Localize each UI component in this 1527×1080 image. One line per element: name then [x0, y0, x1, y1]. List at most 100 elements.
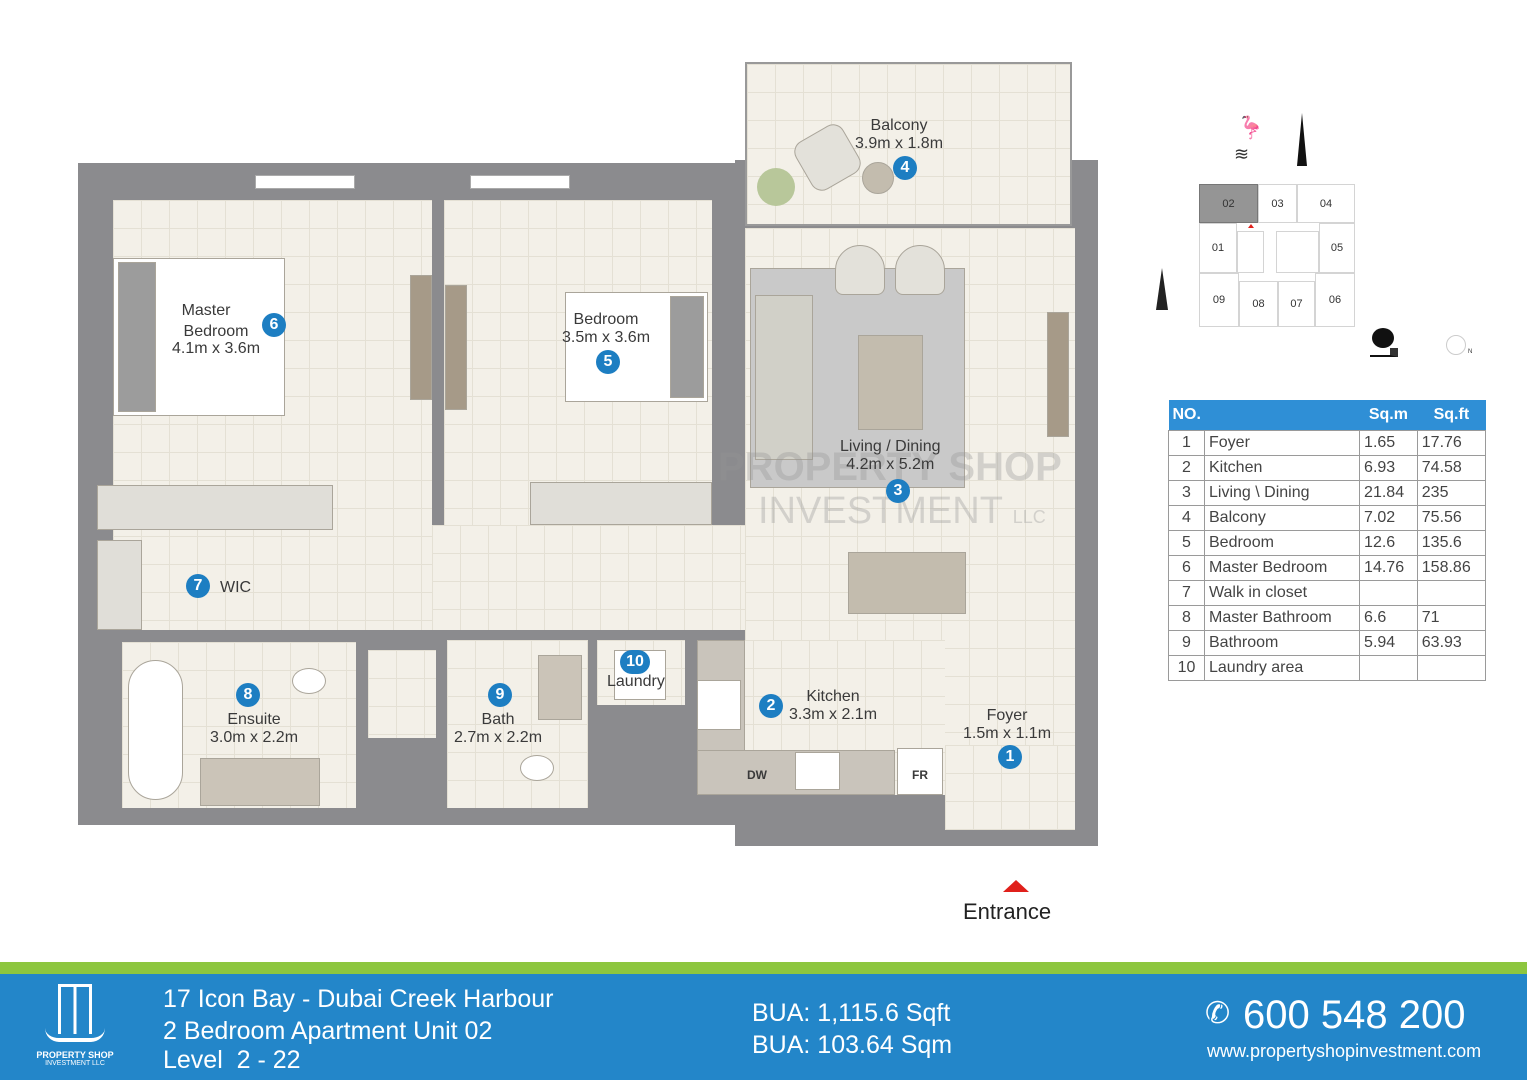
- area-sqft: 17.76: [1416, 429, 1487, 456]
- row-number: 3: [1168, 479, 1205, 506]
- room-name: Kitchen: [1203, 454, 1361, 481]
- area-sqft: 71: [1416, 604, 1487, 631]
- phone-icon: ✆: [1205, 997, 1231, 1030]
- plant: [757, 168, 795, 206]
- room-number-badge: 4: [893, 156, 917, 180]
- row-number: 4: [1168, 504, 1205, 531]
- project-title: 17 Icon Bay - Dubai Creek Harbour: [163, 985, 554, 1013]
- area-sqft: 63.93: [1416, 629, 1487, 656]
- dishwasher-label: DW: [747, 768, 767, 782]
- area-sqm: [1359, 579, 1418, 606]
- key-unit-08[interactable]: 08: [1239, 281, 1278, 327]
- room-name: Living \ Dining: [1203, 479, 1361, 506]
- bua-sqft: BUA: 1,115.6 Sqft: [752, 999, 951, 1027]
- key-unit-04[interactable]: 04: [1297, 184, 1355, 223]
- park-tree-icon: [1372, 328, 1394, 348]
- window: [255, 175, 355, 189]
- level-text: Level 2 - 22: [163, 1046, 301, 1074]
- company-logo: PROPERTY SHOP INVESTMENT LLC: [30, 984, 120, 1079]
- laundry-label: Laundry: [607, 673, 665, 690]
- vanity: [200, 758, 320, 806]
- tv-unit: [445, 285, 467, 410]
- key-unit-06[interactable]: 06: [1315, 273, 1355, 327]
- area-sqm: 12.6: [1359, 529, 1418, 556]
- wic-label: WIC: [220, 579, 252, 596]
- area-sqm: [1359, 654, 1418, 681]
- room-name: Foyer: [1203, 429, 1361, 456]
- balcony-table: [862, 162, 894, 194]
- key-unit-07[interactable]: 07: [1278, 281, 1315, 327]
- tv-unit: [410, 275, 432, 400]
- sofa: [755, 295, 813, 460]
- row-number: 1: [1168, 429, 1205, 456]
- row-number: 6: [1168, 554, 1205, 581]
- flamingo-icon: 🦩: [1237, 115, 1265, 140]
- area-sqft: 235: [1416, 479, 1487, 506]
- key-unit-01[interactable]: 01: [1199, 223, 1237, 273]
- phone-number[interactable]: 600 548 200: [1243, 993, 1466, 1037]
- row-number: 9: [1168, 629, 1205, 656]
- key-unit-09[interactable]: 09: [1199, 273, 1239, 327]
- key-unit-05[interactable]: 05: [1319, 223, 1355, 273]
- window: [470, 175, 570, 189]
- wardrobe: [97, 540, 142, 630]
- key-unit-02[interactable]: 02: [1199, 184, 1258, 223]
- key-unit-03[interactable]: 03: [1258, 184, 1297, 223]
- wc-floor: [368, 650, 436, 738]
- area-sqft: 75.56: [1416, 504, 1487, 531]
- website-link[interactable]: www.propertyshopinvestment.com: [1207, 1041, 1482, 1061]
- room-name: Balcony: [1203, 504, 1361, 531]
- row-number: 8: [1168, 604, 1205, 631]
- key-core: [1237, 231, 1264, 273]
- dining-table: [848, 552, 966, 614]
- water-icon: ≋: [1234, 144, 1250, 164]
- tv-unit: [1047, 312, 1069, 437]
- room-number-badge: 5: [596, 350, 620, 374]
- area-sqm: 7.02: [1359, 504, 1418, 531]
- unit-subtitle: 2 Bedroom Apartment Unit 02: [163, 1017, 493, 1045]
- row-number: 7: [1168, 579, 1205, 606]
- park-bench-icon: [1370, 348, 1398, 357]
- headboard: [670, 296, 704, 398]
- room-number-badge: 10: [620, 650, 650, 674]
- area-sqm: 1.65: [1359, 429, 1418, 456]
- header-sqft: Sq.ft: [1417, 400, 1486, 430]
- armchair: [835, 245, 885, 295]
- bathtub: [128, 660, 183, 800]
- room-number-badge: 3: [886, 479, 910, 503]
- headboard: [118, 262, 156, 412]
- table-header: NO. Sq.m Sq.ft: [1168, 400, 1486, 430]
- tower-icon: [1156, 268, 1168, 310]
- room-name: Laundry area: [1203, 654, 1361, 681]
- armchair: [895, 245, 945, 295]
- bua-sqm: BUA: 103.64 Sqm: [752, 1031, 953, 1059]
- entrance-arrow-icon: [1003, 880, 1029, 892]
- row-number: 10: [1168, 654, 1205, 681]
- area-sqft: 135.6: [1416, 529, 1487, 556]
- wardrobe: [97, 485, 333, 530]
- toilet: [292, 668, 326, 694]
- room-name: Bedroom: [1203, 529, 1361, 556]
- area-sqft: [1416, 579, 1487, 606]
- compass-icon: [1446, 335, 1466, 355]
- area-sqft: 74.58: [1416, 454, 1487, 481]
- area-sqft: [1416, 654, 1487, 681]
- room-number-badge: 1: [998, 745, 1022, 769]
- hall-floor: [432, 525, 747, 630]
- area-sqm: 5.94: [1359, 629, 1418, 656]
